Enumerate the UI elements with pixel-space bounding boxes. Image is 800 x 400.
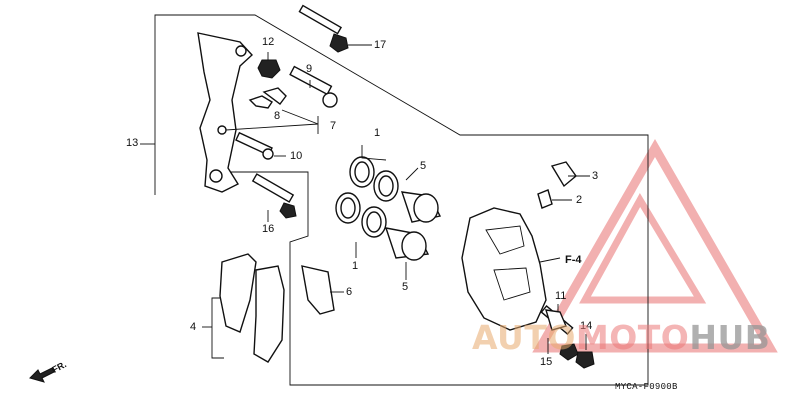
callout-5-bottom: 5: [402, 281, 409, 293]
section-reference-f4: F-4: [565, 254, 582, 266]
callout-8: 8: [274, 110, 281, 122]
caliper-detail-1: [485, 225, 525, 255]
callout-16: 16: [262, 223, 275, 235]
callout-17: 17: [374, 39, 387, 51]
bracket-hole-bottom: [209, 169, 223, 183]
boot-8: [248, 87, 287, 109]
caliper-bracket: [197, 32, 253, 193]
callout-13: 13: [126, 137, 139, 149]
callout-5-top: 5: [420, 160, 427, 172]
callout-4: 4: [190, 321, 197, 333]
nut-14: [575, 351, 595, 369]
callout-12: 12: [262, 36, 275, 48]
nut-12: [257, 59, 281, 79]
callout-14: 14: [580, 320, 593, 332]
assembly-frame: [154, 14, 649, 386]
diagram-reference-code: MYCA-F0900B: [615, 382, 678, 392]
watermark-hub: HUB: [689, 318, 771, 357]
pin-9: [289, 65, 338, 108]
watermark-moto: MOTO: [575, 318, 690, 357]
bleeder-valve-2: [537, 189, 553, 209]
pistons: [384, 191, 442, 261]
pad-spring-6: [301, 265, 335, 315]
watermark-logo: [532, 138, 778, 353]
leader-lines: [140, 44, 590, 359]
caliper-detail-2: [493, 267, 531, 301]
callout-11: 11: [555, 290, 567, 302]
callout-15: 15: [540, 356, 553, 368]
front-direction-arrow: [29, 367, 55, 383]
bolt-16: [251, 173, 297, 219]
callout-7: 7: [330, 120, 337, 132]
callout-1-top: 1: [374, 127, 381, 139]
watermark-auto: AUTO: [472, 318, 576, 357]
bracket-hole-top: [235, 45, 247, 57]
callout-3: 3: [592, 170, 599, 182]
washer-11: [545, 309, 567, 331]
bracket-hole-mid: [217, 125, 227, 135]
pin-10: [235, 131, 274, 160]
callout-9: 9: [306, 63, 313, 75]
bleeder-cap-3: [550, 161, 577, 188]
callout-6: 6: [346, 286, 353, 298]
watermark-text: AUTOMOTOHUB: [472, 318, 770, 357]
brake-pads: [219, 253, 285, 363]
callout-2: 2: [576, 194, 583, 206]
callout-1-bottom: 1: [352, 260, 359, 272]
bolt-17: [298, 4, 349, 53]
piston-seals: [335, 156, 399, 238]
callout-10: 10: [290, 150, 303, 162]
